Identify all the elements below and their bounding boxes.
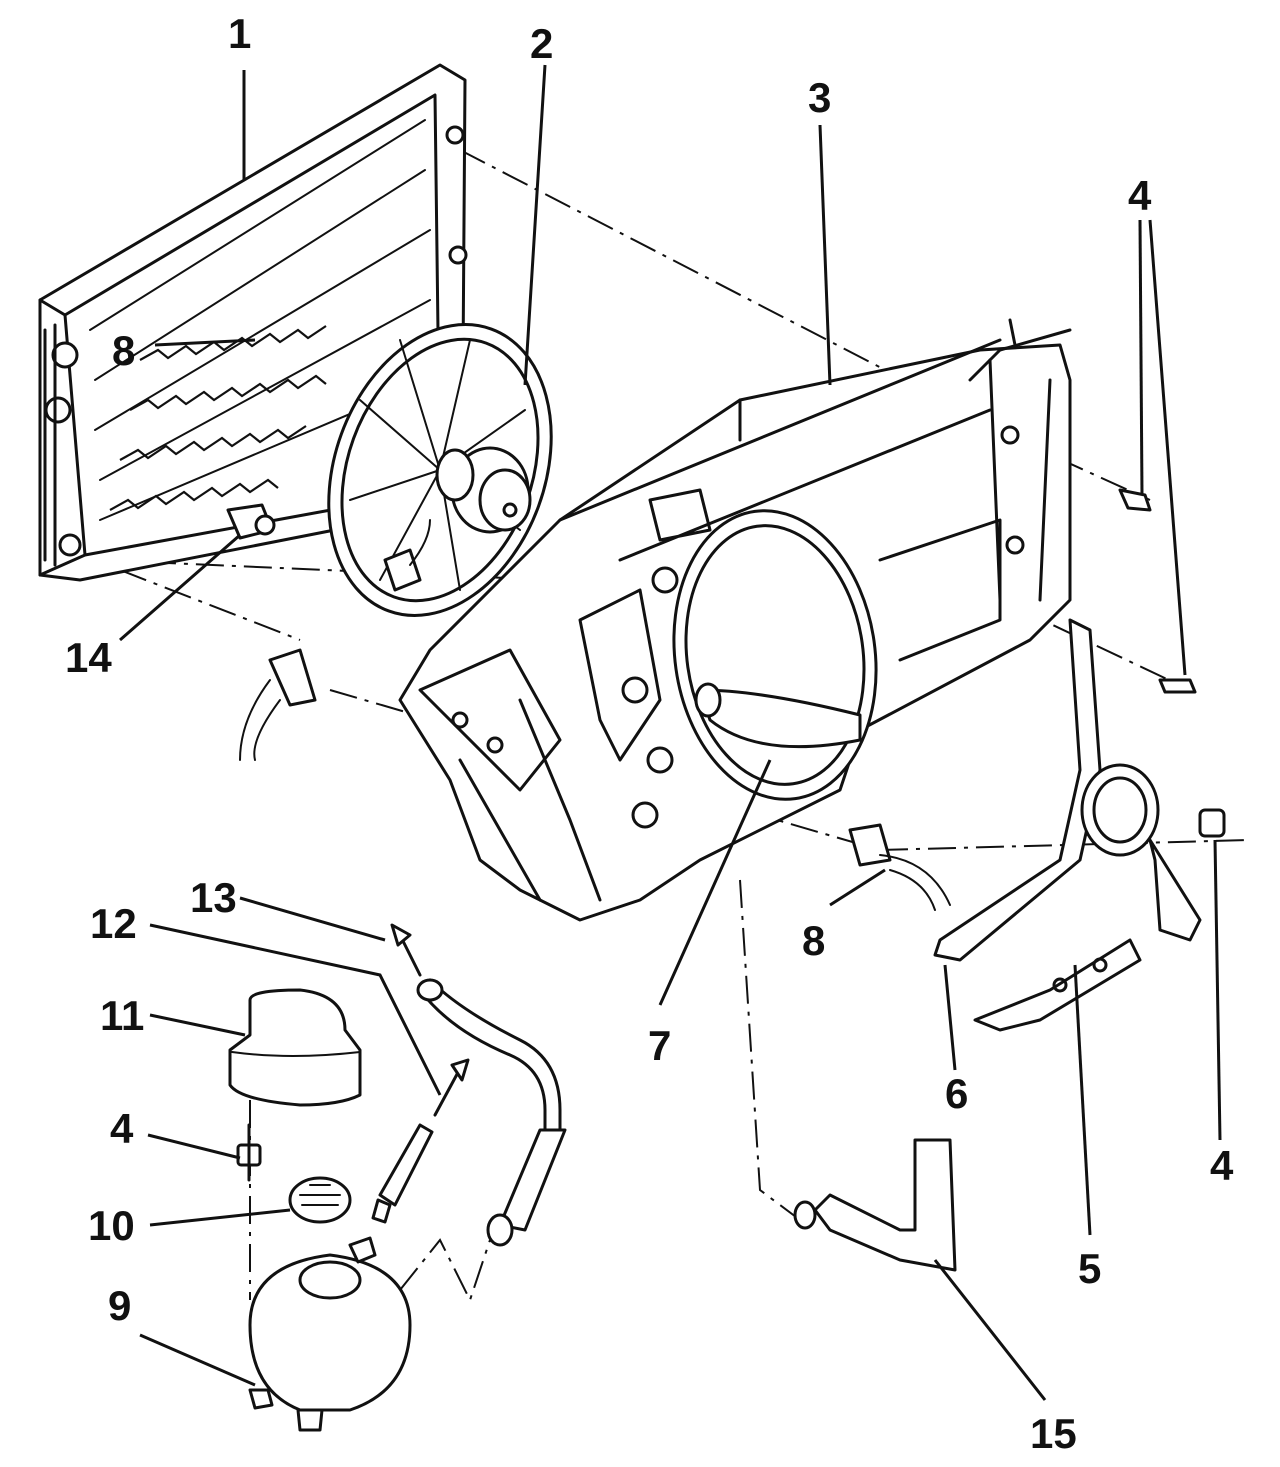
callout-7: 7 [648, 1022, 671, 1069]
reservoir-cover [228, 988, 362, 1107]
lower-hose [793, 1138, 957, 1272]
bracket-5 [973, 938, 1142, 1032]
leader-lines [119, 64, 1222, 1401]
wiring-connector-left [239, 648, 317, 761]
callout-10: 10 [88, 1202, 135, 1249]
bolt-left [236, 1123, 262, 1182]
breather-hose-13 [390, 923, 567, 1247]
upper-hose [694, 682, 862, 749]
callout-4-upper: 4 [1128, 172, 1152, 219]
callout-8-right: 8 [802, 917, 825, 964]
nut-right [1198, 808, 1226, 838]
thermo-switch [226, 503, 276, 540]
callout-13: 13 [190, 874, 237, 921]
callout-9: 9 [108, 1282, 131, 1329]
callout-4-right: 4 [1210, 1142, 1234, 1189]
callout-6: 6 [945, 1070, 968, 1117]
callout-8-left: 8 [112, 327, 135, 374]
overflow-hose-12 [371, 1058, 470, 1224]
wiring-connector-right [848, 823, 951, 911]
expansion-reservoir [248, 1236, 412, 1432]
callout-2: 2 [530, 20, 553, 67]
bolt-mid-right [1158, 678, 1197, 694]
reservoir-cap [288, 1176, 352, 1224]
callout-1: 1 [228, 10, 251, 57]
callout-14: 14 [65, 634, 112, 681]
callout-15: 15 [1030, 1410, 1077, 1457]
callout-12: 12 [90, 900, 137, 947]
callout-5: 5 [1078, 1245, 1101, 1292]
cooling-fan [327, 323, 553, 617]
bracket-6 [933, 618, 1202, 962]
callout-4-left: 4 [110, 1105, 134, 1152]
callout-11: 11 [100, 992, 144, 1039]
bolt-upper-right [1118, 488, 1152, 512]
callout-3: 3 [808, 74, 831, 121]
callout-labels: 1 2 3 4 4 4 5 6 7 8 8 9 10 11 12 13 14 1… [65, 10, 1234, 1457]
